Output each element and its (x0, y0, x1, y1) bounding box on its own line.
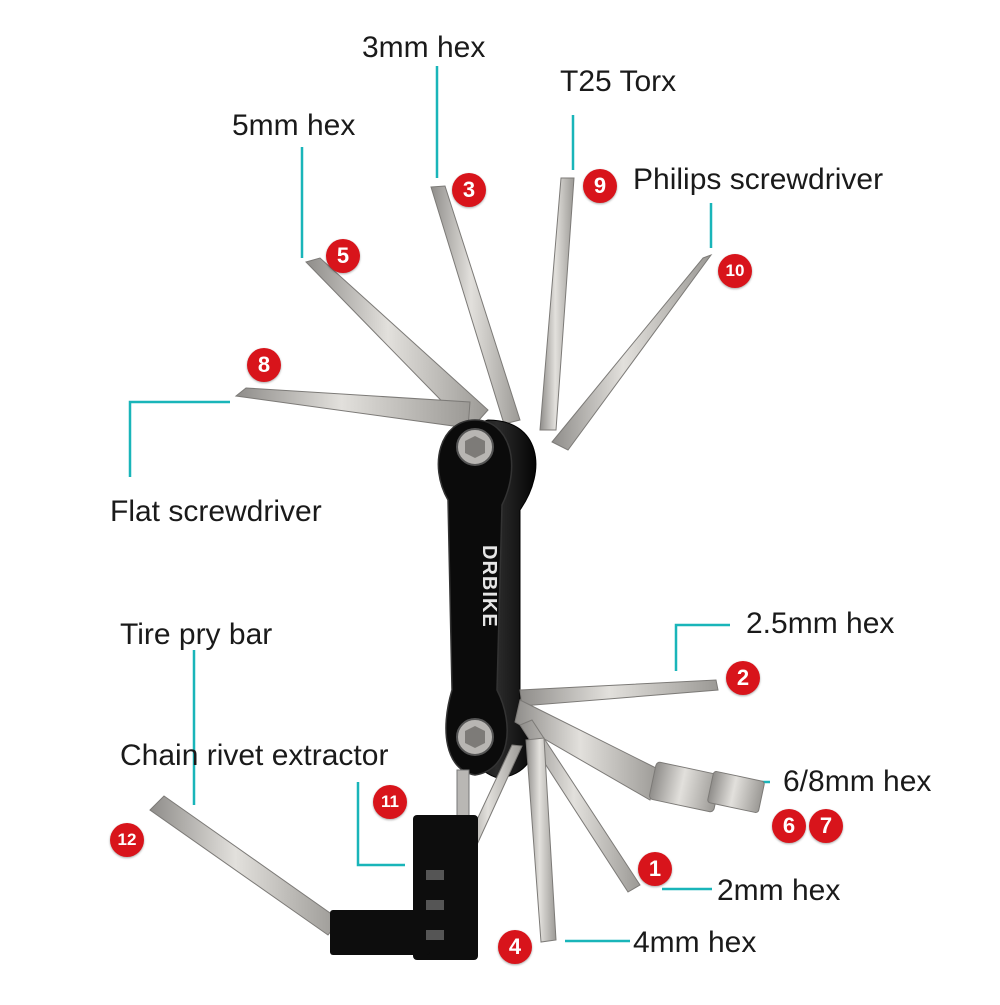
badge-6: 6 (772, 809, 806, 843)
chain-tool-slot-3 (426, 930, 444, 940)
callout-line-chain (356, 782, 405, 867)
bit-flat-screwdriver (234, 387, 471, 429)
badge-5: 5 (326, 239, 360, 273)
label-5mm-hex: 5mm hex (232, 109, 356, 142)
label-2-5mm-hex: 2.5mm hex (746, 607, 895, 640)
chain-tool-slot-2 (426, 900, 444, 910)
label-flat-screwdriver: Flat screwdriver (110, 495, 322, 528)
label-t25-torx: T25 Torx (560, 65, 677, 98)
bit-2-5mm-hex (519, 679, 719, 707)
brand-logo-text: DRBIKE (478, 545, 500, 628)
bit-2mm-hex (519, 719, 641, 893)
bit-5mm-hex (305, 257, 489, 431)
callout-line-flat (128, 400, 230, 477)
label-chain-rivet-extractor: Chain rivet extractor (120, 739, 389, 772)
bit-6-8mm-hex-shaft (514, 699, 661, 801)
badge-7: 7 (809, 809, 843, 843)
label-tire-pry-bar: Tire pry bar (120, 618, 273, 651)
chain-tool-base (330, 910, 430, 955)
label-philips-screwdriver: Philips screwdriver (633, 163, 884, 196)
front-body-plate (437, 419, 513, 776)
label-4mm-hex: 4mm hex (633, 926, 757, 959)
bit-4mm-hex (525, 737, 557, 943)
badge-3: 3 (452, 173, 486, 207)
badge-4: 4 (498, 930, 532, 964)
bottom-bolt-hex-icon (465, 726, 485, 748)
top-bolt-hex-icon (465, 436, 485, 458)
tire-pry-bar (149, 795, 341, 936)
bit-philips-screwdriver (551, 253, 713, 451)
chain-tool-group (149, 769, 478, 960)
bit-6mm-hex-tip (707, 771, 765, 813)
badge-2: 2 (726, 661, 760, 695)
badge-9: 9 (583, 169, 617, 203)
bit-3mm-hex (430, 185, 521, 425)
badge-8: 8 (247, 348, 281, 382)
badge-1: 1 (638, 852, 672, 886)
tool-body (437, 419, 537, 779)
callout-lines (128, 66, 770, 943)
label-2mm-hex: 2mm hex (717, 874, 841, 907)
upper-bits (234, 177, 713, 451)
label-3mm-hex: 3mm hex (362, 31, 486, 64)
chain-tool-slot-1 (426, 870, 444, 880)
callout-line-2-5mm (674, 623, 730, 671)
label-6-8mm-hex: 6/8mm hex (783, 765, 932, 798)
bit-t25-torx (539, 177, 575, 431)
badge-12: 12 (110, 823, 144, 857)
badge-11: 11 (373, 785, 407, 819)
badge-10: 10 (718, 254, 752, 288)
